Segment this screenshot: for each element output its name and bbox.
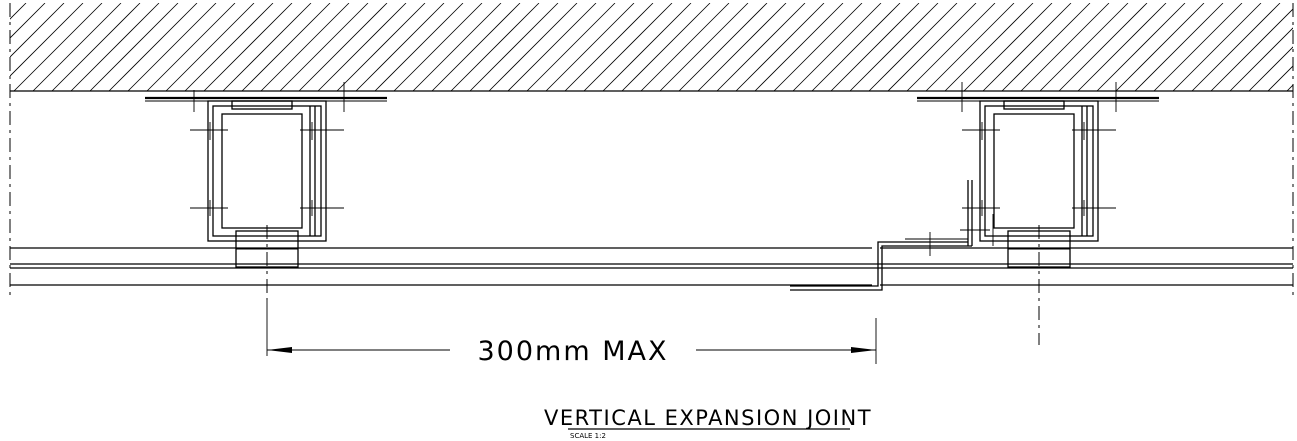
hatch-line <box>488 3 578 91</box>
hatch-line <box>564 3 654 91</box>
hatch-line <box>1229 27 1293 91</box>
hatch-line <box>944 3 1034 91</box>
right-support-bracket <box>917 82 1159 345</box>
hatch-line <box>10 3 65 58</box>
hatch-line <box>1153 3 1243 91</box>
hatch-line <box>1248 46 1293 91</box>
hatch-line <box>1172 3 1262 91</box>
hatch-line <box>146 3 236 91</box>
hatch-line <box>1115 3 1205 91</box>
hatch-line <box>925 3 1015 91</box>
hatch-line <box>51 3 141 91</box>
hatch-line <box>621 3 711 91</box>
hatch-line <box>260 3 350 91</box>
title-block: VERTICAL EXPANSION JOINT SCALE 1:2 <box>544 406 872 440</box>
hatch-line <box>1267 65 1293 91</box>
hatch-line <box>849 3 939 91</box>
hatch-line <box>279 3 369 91</box>
hatch-line <box>336 3 426 91</box>
hatch-line <box>830 3 920 91</box>
hatch-line <box>203 3 293 91</box>
hatch-line <box>127 3 217 91</box>
hatch-line <box>10 3 27 20</box>
hatch-line <box>412 3 502 91</box>
hatch-line <box>640 3 730 91</box>
hatch-line <box>431 3 521 91</box>
hatch-line <box>906 3 996 91</box>
hatch-line <box>963 3 1053 91</box>
dimension-arrow-left <box>267 347 292 353</box>
dimension-label: 300mm MAX <box>478 336 669 367</box>
hatch-line <box>89 3 179 91</box>
hatch-line <box>450 3 540 91</box>
hatch-line <box>887 3 977 91</box>
panel-lines <box>10 247 1293 286</box>
hatch-line <box>165 3 255 91</box>
hatch-line <box>32 3 122 91</box>
hatch-line <box>222 3 312 91</box>
hatch-line <box>1134 3 1224 91</box>
hatch-line <box>355 3 445 91</box>
z-flashing <box>790 180 994 291</box>
left-support-bracket <box>145 82 387 300</box>
hatch-line <box>1210 8 1293 91</box>
hatch-line <box>10 3 46 39</box>
hatch-line <box>773 3 863 91</box>
hatch-line <box>526 3 616 91</box>
hatch-line <box>754 3 844 91</box>
hatch-line <box>1001 3 1091 91</box>
detail-scale: SCALE 1:2 <box>570 432 606 440</box>
hatch-line <box>811 3 901 91</box>
hatch-line <box>393 3 483 91</box>
hatch-line <box>1020 3 1110 91</box>
dimension-arrow-right <box>851 347 876 353</box>
hatch-line <box>602 3 692 91</box>
concrete-slab-hatch <box>0 3 1293 91</box>
dimension-300mm: 300mm MAX <box>266 300 877 367</box>
hatch-line <box>10 3 84 77</box>
hatch-line <box>1096 3 1186 91</box>
hatch-line <box>678 3 768 91</box>
hatch-line <box>1039 3 1129 91</box>
hatch-line <box>697 3 787 91</box>
hatch-line <box>1286 84 1293 91</box>
hatch-line <box>241 3 331 91</box>
hatch-line <box>469 3 559 91</box>
hatch-line <box>70 3 160 91</box>
hatch-line <box>1077 3 1167 91</box>
hatch-line <box>716 3 806 91</box>
hatch-line <box>659 3 749 91</box>
hatch-line <box>108 3 198 91</box>
hatch-line <box>298 3 388 91</box>
hatch-line <box>868 3 958 91</box>
hatch-line <box>507 3 597 91</box>
hatch-line <box>374 3 464 91</box>
hatch-line <box>545 3 635 91</box>
hatch-line <box>792 3 882 91</box>
hatch-line <box>317 3 407 91</box>
detail-title: VERTICAL EXPANSION JOINT <box>544 406 872 430</box>
hatch-line <box>735 3 825 91</box>
hatch-line <box>982 3 1072 91</box>
hatch-line <box>583 3 673 91</box>
hatch-line <box>1058 3 1148 91</box>
hatch-line <box>1191 3 1281 91</box>
hatch-line <box>184 3 274 91</box>
hatch-line <box>0 3 7 91</box>
hatch-line <box>13 3 103 91</box>
